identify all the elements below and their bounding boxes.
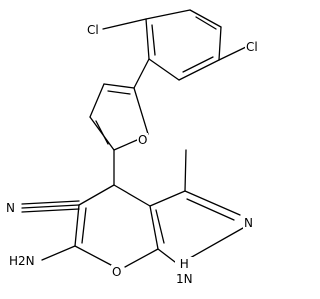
bond	[149, 190, 186, 207]
chlorine-atom-label: Cl	[86, 23, 100, 37]
molecule-bonds	[21, 9, 247, 268]
nh-hydrogen-label: H	[179, 257, 189, 271]
bond	[149, 205, 159, 250]
bond	[218, 26, 222, 61]
furan-oxygen-label: O	[137, 133, 149, 147]
bond	[189, 227, 244, 259]
bond	[21, 200, 80, 205]
dichlorophenyl-ring	[145, 9, 222, 81]
bond	[21, 204, 80, 209]
bond	[195, 16, 217, 30]
nh-nitrogen-label: 1N	[176, 272, 193, 286]
bond	[184, 190, 241, 216]
bond	[103, 83, 135, 89]
nitrile-group	[21, 200, 80, 213]
bond	[178, 59, 220, 81]
bond	[113, 184, 151, 207]
bond	[124, 248, 159, 268]
bond	[21, 208, 80, 213]
bond	[89, 83, 105, 118]
bond-phenyl-furan	[133, 58, 150, 89]
bond	[78, 184, 115, 206]
bond	[151, 24, 156, 56]
pyrazole-nh-label: H 1N	[175, 257, 194, 287]
bond	[157, 248, 176, 263]
bond	[113, 139, 138, 151]
bond	[148, 58, 180, 81]
chemical-structure-diagram: Cl Cl O N N H2N O H 1N	[5, 9, 259, 287]
bond-amino	[41, 245, 76, 261]
pyran-oxygen-label: O	[111, 265, 123, 279]
bond	[95, 120, 109, 145]
bond	[182, 56, 214, 73]
bond	[74, 245, 112, 266]
bond	[145, 9, 191, 20]
bond	[186, 198, 235, 221]
nitrile-nitrogen-label: N	[5, 201, 16, 215]
amino-group-label: H2N	[8, 254, 36, 268]
chlorine-atom-label: Cl	[245, 40, 259, 54]
bond	[189, 9, 222, 28]
bond	[74, 204, 80, 247]
pyrazole-nitrogen-label: N	[243, 216, 254, 230]
bond-c-cl-meta	[218, 46, 247, 61]
pyranopyrazole-core	[74, 184, 244, 268]
bond-c-cl-ortho	[102, 18, 147, 30]
bond	[107, 90, 131, 95]
bond	[133, 87, 149, 135]
bond	[81, 207, 87, 244]
bond-methyl	[184, 149, 187, 192]
furan-ring	[89, 83, 149, 151]
bond	[155, 209, 165, 244]
bond	[145, 18, 150, 60]
